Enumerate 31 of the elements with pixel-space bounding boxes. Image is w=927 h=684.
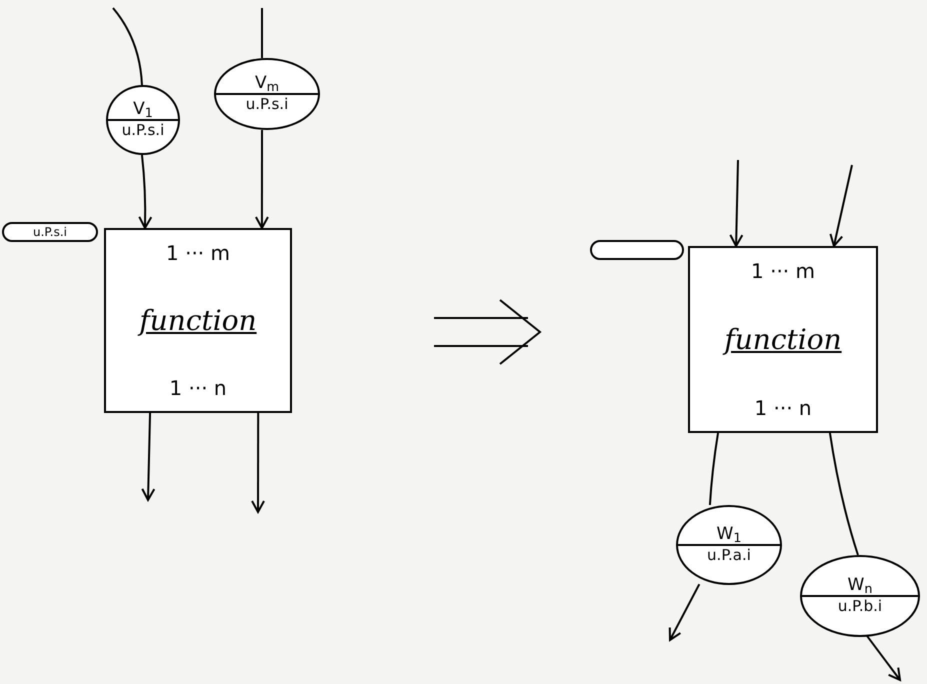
connector-line xyxy=(828,432,859,556)
input-ports-label: 1 ··· m xyxy=(751,258,815,285)
connector-line xyxy=(261,8,264,58)
function-box xyxy=(104,228,292,413)
type-label: u.P.s.i xyxy=(246,96,288,112)
variable-label: V$_{m}$ xyxy=(254,74,280,92)
variable-label: W$_{1}$ xyxy=(716,526,742,542)
arrow xyxy=(138,154,152,229)
arrow xyxy=(866,636,901,681)
output-ports-label: 1 ··· n xyxy=(754,395,812,422)
connector-line xyxy=(112,7,143,86)
variable-label: W$_{n}$ xyxy=(848,576,872,594)
type-label: u.P.a.i xyxy=(707,548,751,562)
type-label: u.P.s.i xyxy=(122,122,164,138)
arrow xyxy=(251,413,266,513)
function-label: function xyxy=(724,322,842,358)
variable-label: V$_{1}$ xyxy=(133,100,153,118)
function-box xyxy=(688,246,878,433)
function-label: function xyxy=(139,302,257,338)
rounded-tab xyxy=(2,222,98,242)
input-ports-label: 1 ··· m xyxy=(166,240,230,267)
arrow xyxy=(254,130,269,229)
arrow xyxy=(829,164,853,247)
arrow xyxy=(141,412,156,501)
output-ports-label: 1 ··· n xyxy=(169,375,227,402)
arrow xyxy=(668,584,700,641)
arrow xyxy=(729,160,744,247)
tab-label: u.P.s.i xyxy=(32,226,67,238)
type-label: u.P.b.i xyxy=(838,598,882,614)
empty-tab xyxy=(590,240,684,260)
connector-line xyxy=(708,432,719,506)
